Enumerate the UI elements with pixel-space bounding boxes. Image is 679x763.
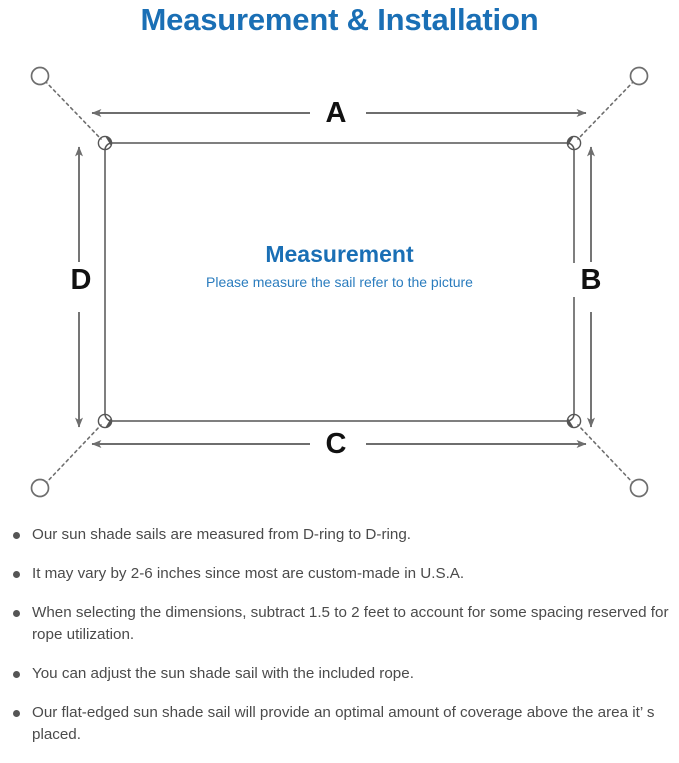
dimension-label-a: A xyxy=(314,96,358,130)
list-item: Our sun shade sails are measured from D-… xyxy=(0,524,679,546)
notes-list: Our sun shade sails are measured from D-… xyxy=(0,524,679,763)
sail-measurement-hint: Please measure the sail refer to the pic… xyxy=(206,274,473,290)
d-rings xyxy=(97,135,582,429)
list-item-text: It may vary by 2-6 inches since most are… xyxy=(32,565,465,582)
dimension-label-c: C xyxy=(314,427,358,461)
bullet-icon xyxy=(13,710,20,717)
bullet-icon xyxy=(13,532,20,539)
anchor-circle-bottom-left xyxy=(30,478,50,498)
rope-top-right xyxy=(577,80,635,140)
sail-measurement-label: Measurement xyxy=(265,241,414,267)
list-item: It may vary by 2-6 inches since most are… xyxy=(0,563,679,585)
list-item: You can adjust the sun shade sail with t… xyxy=(0,663,679,685)
anchor-points xyxy=(30,66,649,498)
list-item: When selecting the dimensions, subtract … xyxy=(0,602,679,646)
dimension-label-d: D xyxy=(63,263,99,297)
anchor-circle-bottom-right xyxy=(629,478,649,498)
measurement-installation-page: Measurement & Installation xyxy=(0,2,679,743)
sail-measurement-diagram xyxy=(0,44,679,514)
rope-lines xyxy=(44,80,635,485)
bullet-icon xyxy=(13,610,20,617)
dimension-arrows xyxy=(75,109,595,448)
bullet-icon xyxy=(13,571,20,578)
rope-bottom-right xyxy=(577,424,635,485)
diagram-svg xyxy=(30,66,649,498)
rope-top-left xyxy=(44,80,102,140)
d-ring-top-right xyxy=(566,135,582,151)
list-item-text: Our flat-edged sun shade sail will provi… xyxy=(32,704,655,743)
anchor-circle-top-left xyxy=(30,66,50,86)
anchor-circle-top-right xyxy=(629,66,649,86)
bullet-icon xyxy=(13,671,20,678)
dimension-label-b: B xyxy=(573,263,609,297)
list-item: Our flat-edged sun shade sail will provi… xyxy=(0,702,679,746)
page-title: Measurement & Installation xyxy=(140,2,539,37)
list-item-text: Our sun shade sails are measured from D-… xyxy=(32,526,411,543)
d-ring-top-left xyxy=(97,135,113,151)
rope-bottom-left xyxy=(44,424,102,485)
list-item-text: When selecting the dimensions, subtract … xyxy=(32,604,669,643)
d-ring-bottom-right xyxy=(566,413,582,429)
list-item-text: You can adjust the sun shade sail with t… xyxy=(32,665,414,682)
d-ring-bottom-left xyxy=(97,413,113,429)
